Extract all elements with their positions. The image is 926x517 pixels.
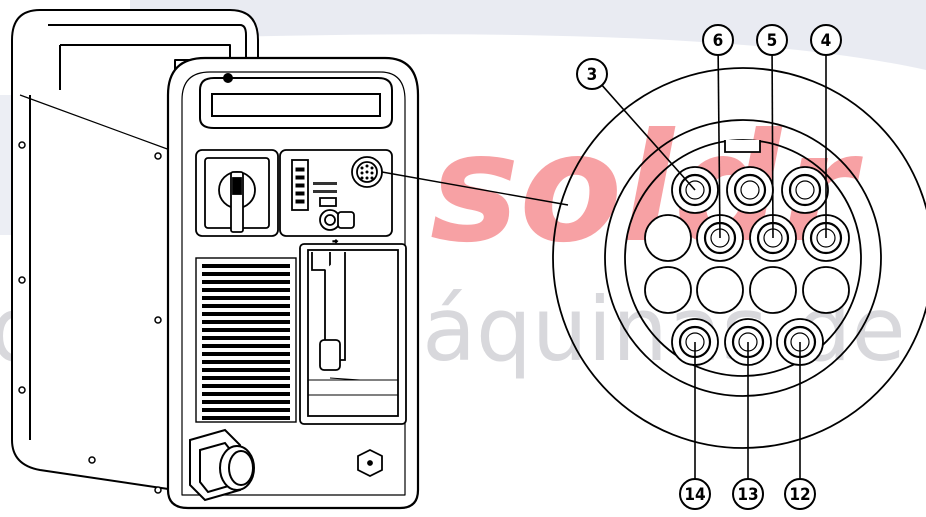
pin-leader (771, 54, 774, 239)
vent-slat (202, 368, 290, 372)
pin-label-circle (784, 478, 816, 510)
vent-slat (202, 408, 290, 412)
vent-slat (202, 272, 290, 276)
pin-callout-6: 6 (702, 24, 734, 239)
pin-leader (601, 84, 696, 191)
pin-label: 13 (737, 485, 758, 505)
vent-slat (202, 280, 290, 284)
device-port-label-line2 (313, 190, 337, 193)
pin-label: 12 (789, 485, 810, 505)
vent-slat (202, 312, 290, 316)
callout-leader (381, 171, 569, 206)
pin-contact (795, 180, 815, 200)
vent-slat (202, 336, 290, 340)
pin-hole (696, 266, 744, 314)
vent-slat (202, 344, 290, 348)
vent-slat (202, 264, 290, 268)
side-screws (18, 141, 162, 494)
pin-callout-3: 3 (576, 58, 696, 191)
vent-slat (202, 352, 290, 356)
pin-label-circle (810, 24, 842, 56)
connector-enlarged (552, 67, 926, 449)
pin-label: 14 (684, 485, 705, 505)
pin-leader (717, 54, 721, 239)
pin-callout-5: 5 (756, 24, 788, 239)
vent-slat (202, 360, 290, 364)
watermark-shade (130, 0, 926, 70)
vent-slats (202, 264, 290, 420)
carry-handle (199, 73, 393, 129)
vent-slat (202, 328, 290, 332)
power-switch-panel[interactable] (195, 149, 279, 237)
vent-slat (202, 304, 290, 308)
pin-contact (740, 180, 760, 200)
pin-callout-14: 14 (679, 342, 711, 510)
pin-callout-4: 4 (810, 24, 842, 238)
rear-housing (11, 9, 259, 491)
power-cable-gland (189, 428, 255, 502)
pin-callout-12: 12 (784, 342, 816, 510)
pin-label: 3 (587, 65, 598, 85)
inlet-label: → (333, 239, 337, 245)
pin-label-circle (732, 478, 764, 510)
vent-slat (202, 392, 290, 396)
connector-panel: → (279, 149, 393, 246)
pin-label-circle (756, 24, 788, 56)
pin-label-circle (702, 24, 734, 56)
pin-label-circle (679, 478, 711, 510)
pin-label-circle (576, 58, 608, 90)
pin-label: 5 (767, 31, 778, 51)
vent-slat (202, 416, 290, 420)
vent-slat (202, 376, 290, 380)
pin-label: 6 (713, 31, 724, 51)
torch-compartment (299, 243, 407, 425)
pin-holes (644, 166, 850, 366)
vent-slat (202, 288, 290, 292)
device-port-label-line1 (313, 182, 337, 185)
hex-screw (357, 448, 383, 478)
pin-hole (749, 266, 797, 314)
vent-slat (202, 296, 290, 300)
pin-hole (802, 266, 850, 314)
pin-hole (644, 266, 692, 314)
pin-label: 4 (821, 31, 832, 51)
pin-callout-13: 13 (732, 342, 764, 510)
pin-hole (644, 214, 692, 262)
vent-slat (202, 320, 290, 324)
vent-slat (202, 384, 290, 388)
vent-slat (202, 400, 290, 404)
pin-callouts: 3 6 5 4 14 13 12 (576, 24, 842, 510)
